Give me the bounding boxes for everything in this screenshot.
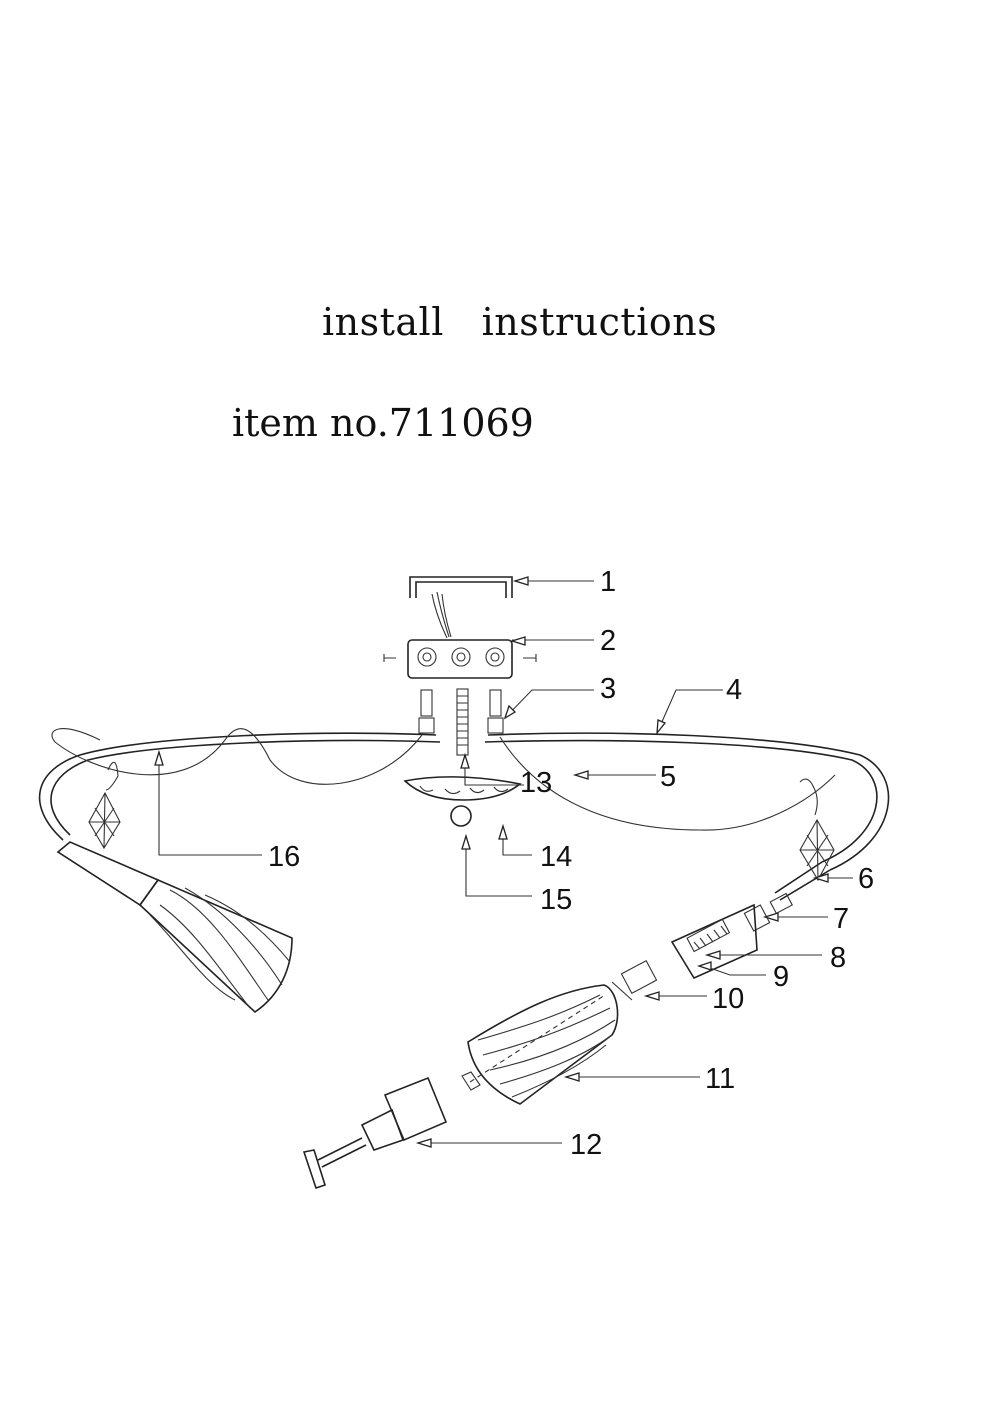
item-number: item no.711069 [232,401,534,445]
canopy [403,776,522,801]
callout-9: 9 [773,961,789,993]
crystal-right [799,778,835,882]
callout-10: 10 [712,983,744,1015]
center-spring [456,688,469,756]
wires [431,591,452,639]
callout-4: 4 [726,674,742,706]
bulb [302,1076,448,1190]
callout-11: 11 [705,1063,735,1095]
callout-leaders [154,576,853,1148]
left-lamp-shade [56,841,293,1014]
callout-1: 1 [600,566,616,598]
page-title: install instructions [322,300,718,344]
mounting-bracket [409,576,513,598]
callout-8: 8 [830,942,846,974]
exploded-shade [461,984,619,1105]
callout-3: 3 [600,673,616,705]
finial-ball [450,805,472,827]
callout-5: 5 [660,761,676,793]
callout-12: 12 [570,1129,602,1161]
socket-parts [611,892,793,1001]
callout-7: 7 [833,903,849,935]
callout-15: 15 [540,884,572,916]
callout-14: 14 [540,841,572,873]
power-cords [51,728,836,831]
callout-6: 6 [858,863,874,895]
callout-2: 2 [600,625,616,657]
callout-16: 16 [268,841,300,873]
callout-13: 13 [520,767,552,799]
ceiling-plate [383,639,537,679]
main-arm-frame [38,732,890,901]
crystal-left [88,761,121,850]
screw-rods [418,689,504,734]
